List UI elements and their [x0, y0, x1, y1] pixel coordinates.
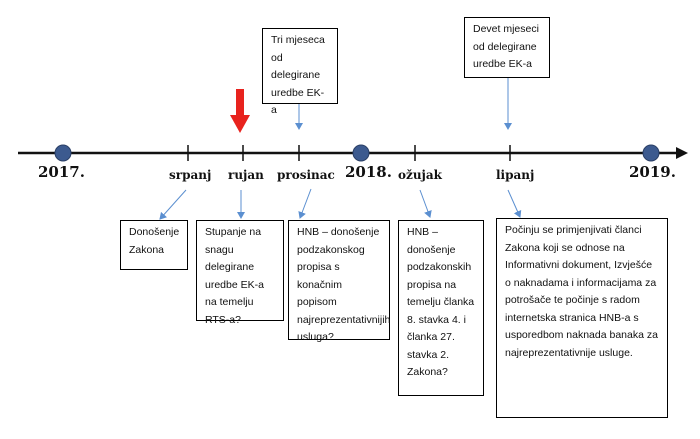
year-marker-2018 [352, 144, 370, 162]
connector-bottom-4 [419, 189, 432, 218]
callout-donosenje-zakona: Donošenje Zakona [120, 220, 188, 270]
current-arrow-head [230, 115, 250, 133]
callout-pocetak-primjene: Počinju se primjenjivati članci Zakona k… [496, 218, 668, 418]
callout-hnb-podzakonski-propis: HNB – donošenje podzakonskog propisa s k… [288, 220, 390, 343]
callout-nine-months: Devet mjeseci od delegirane uredbe EK-a [464, 17, 550, 78]
timeline-arrowhead [676, 147, 688, 159]
callout-stupanje-na-snagu: Stupanje na snagu delegirane uredbe EK-a… [196, 220, 284, 326]
year-marker-2017 [54, 144, 72, 162]
current-arrow-shaft [236, 89, 244, 117]
month-label-ozujak: ožujak [398, 168, 442, 182]
callout-hnb-podzakonski-propisi: HNB – donošenje podzakonskih propisa na … [398, 220, 484, 396]
callout-three-months: Tri mjeseca od delegirane uredbe EK-a [262, 28, 338, 116]
month-label-srpanj: srpanj [169, 168, 212, 182]
month-label-prosinac: prosinac [277, 168, 335, 182]
month-label-lipanj: lipanj [496, 168, 535, 182]
year-label-2017: 2017. [38, 163, 85, 181]
connector-bottom-3 [298, 188, 312, 219]
year-marker-2019 [642, 144, 660, 162]
connector-bottom-5 [507, 189, 522, 218]
month-label-rujan: rujan [228, 168, 264, 182]
year-label-2019: 2019. [629, 163, 676, 181]
year-label-2018: 2018. [345, 163, 392, 181]
connector-bottom-1 [159, 189, 187, 220]
